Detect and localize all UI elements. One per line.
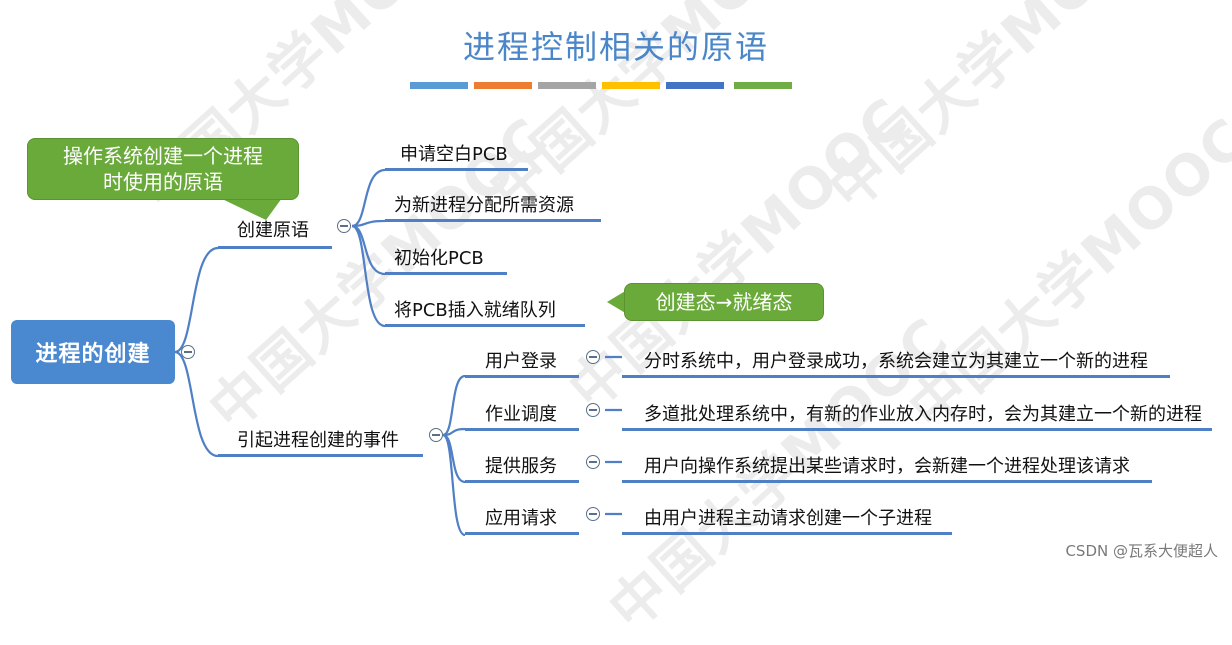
desc-underline xyxy=(622,532,952,535)
title-bar-6 xyxy=(734,82,792,89)
callout-state-transition: 创建态→就绪态 xyxy=(624,283,824,321)
event-app-request[interactable]: 应用请求 xyxy=(485,508,557,529)
desc-underline xyxy=(622,375,1170,378)
desc-underline xyxy=(622,480,1152,483)
event-desc: 由用户进程主动请求创建一个子进程 xyxy=(644,508,932,529)
event-user-login[interactable]: 用户登录 xyxy=(485,351,557,372)
collapse-toggle-icon[interactable] xyxy=(181,345,195,359)
event-desc: 多道批处理系统中，有新的作业放入内存时，会为其建立一个新的进程 xyxy=(644,404,1202,425)
step-insert-ready-queue[interactable]: 将PCB插入就绪队列 xyxy=(394,300,556,321)
callout-create-primitive: 操作系统创建一个进程 时使用的原语 xyxy=(27,138,299,200)
event-underline xyxy=(465,375,579,378)
collapse-toggle-icon[interactable] xyxy=(586,350,600,364)
title-bar-5 xyxy=(666,82,724,89)
step-underline xyxy=(385,272,507,275)
title-bar-3 xyxy=(538,82,596,89)
event-underline xyxy=(465,428,579,431)
event-job-scheduling[interactable]: 作业调度 xyxy=(485,404,557,425)
desc-underline xyxy=(622,428,1212,431)
footer-watermark: CSDN @瓦系大便超人 xyxy=(1065,542,1218,560)
title-bar-4 xyxy=(602,82,660,89)
collapse-toggle-icon[interactable] xyxy=(337,219,351,233)
branch-create-primitive[interactable]: 创建原语 xyxy=(237,220,309,241)
collapse-toggle-icon[interactable] xyxy=(586,455,600,469)
title-bar-1 xyxy=(410,82,468,89)
step-apply-pcb[interactable]: 申请空白PCB xyxy=(400,144,508,165)
step-init-pcb[interactable]: 初始化PCB xyxy=(394,248,484,269)
branch-underline xyxy=(218,246,332,249)
step-underline xyxy=(385,219,601,222)
collapse-toggle-icon[interactable] xyxy=(586,403,600,417)
event-desc: 用户向操作系统提出某些请求时，会新建一个进程处理该请求 xyxy=(644,456,1130,477)
connector-lines xyxy=(174,168,622,537)
branch-underline xyxy=(218,454,423,457)
step-allocate-resources[interactable]: 为新进程分配所需资源 xyxy=(394,195,574,216)
callout-pointers xyxy=(220,198,627,314)
root-node[interactable]: 进程的创建 xyxy=(11,320,175,384)
event-underline xyxy=(465,532,579,535)
step-underline xyxy=(385,324,585,327)
event-desc: 分时系统中，用户登录成功，系统会建立为其建立一个新的进程 xyxy=(644,351,1148,372)
title-bar-2 xyxy=(474,82,532,89)
branch-events[interactable]: 引起进程创建的事件 xyxy=(237,430,399,451)
step-underline xyxy=(385,168,528,171)
mindmap-canvas: 中国大学MOOC 中国大学MOOC 中国大学MOOC 中国大学MOOC 中国大学… xyxy=(11,0,1232,643)
page-title: 进程控制相关的原语 xyxy=(462,28,769,66)
collapse-toggle-icon[interactable] xyxy=(586,507,600,521)
event-underline xyxy=(465,480,579,483)
event-provide-service[interactable]: 提供服务 xyxy=(485,456,557,477)
collapse-toggle-icon[interactable] xyxy=(429,428,443,442)
